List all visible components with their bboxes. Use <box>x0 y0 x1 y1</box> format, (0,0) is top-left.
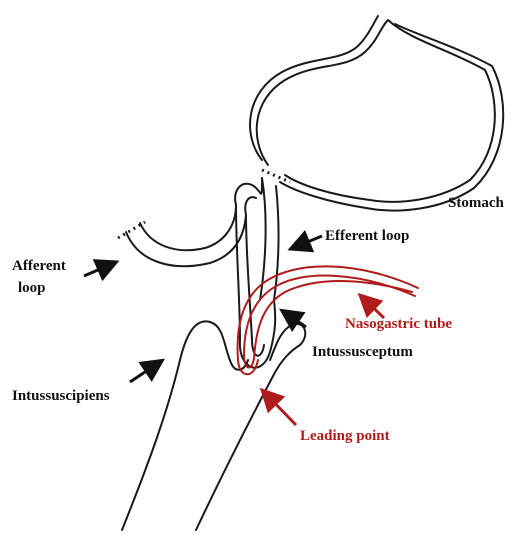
efferent-loop-arrow <box>293 236 322 248</box>
intussuscipiens-label: Intussuscipiens <box>12 388 110 404</box>
intussuscipiens-arrow <box>130 362 160 382</box>
nasogastric-tube-label: Nasogastric tube <box>345 316 452 332</box>
stomach-label: Stomach <box>448 195 504 211</box>
afferent-loop-arrow <box>84 263 114 276</box>
afferent-loop-label-line1: Afferent <box>12 258 66 274</box>
afferent-loop-label-line2: loop <box>18 280 46 296</box>
intussusceptum-label: Intussusceptum <box>312 344 413 360</box>
afferent-loop-outline <box>126 205 246 266</box>
leading-point-arrow <box>264 392 296 425</box>
intussuscipiens-outline <box>122 321 305 530</box>
leading-point-label: Leading point <box>300 428 390 444</box>
nasogastric-tube-arrow <box>362 297 384 318</box>
stomach-outline <box>250 16 503 211</box>
efferent-loop-label: Efferent loop <box>325 228 409 244</box>
